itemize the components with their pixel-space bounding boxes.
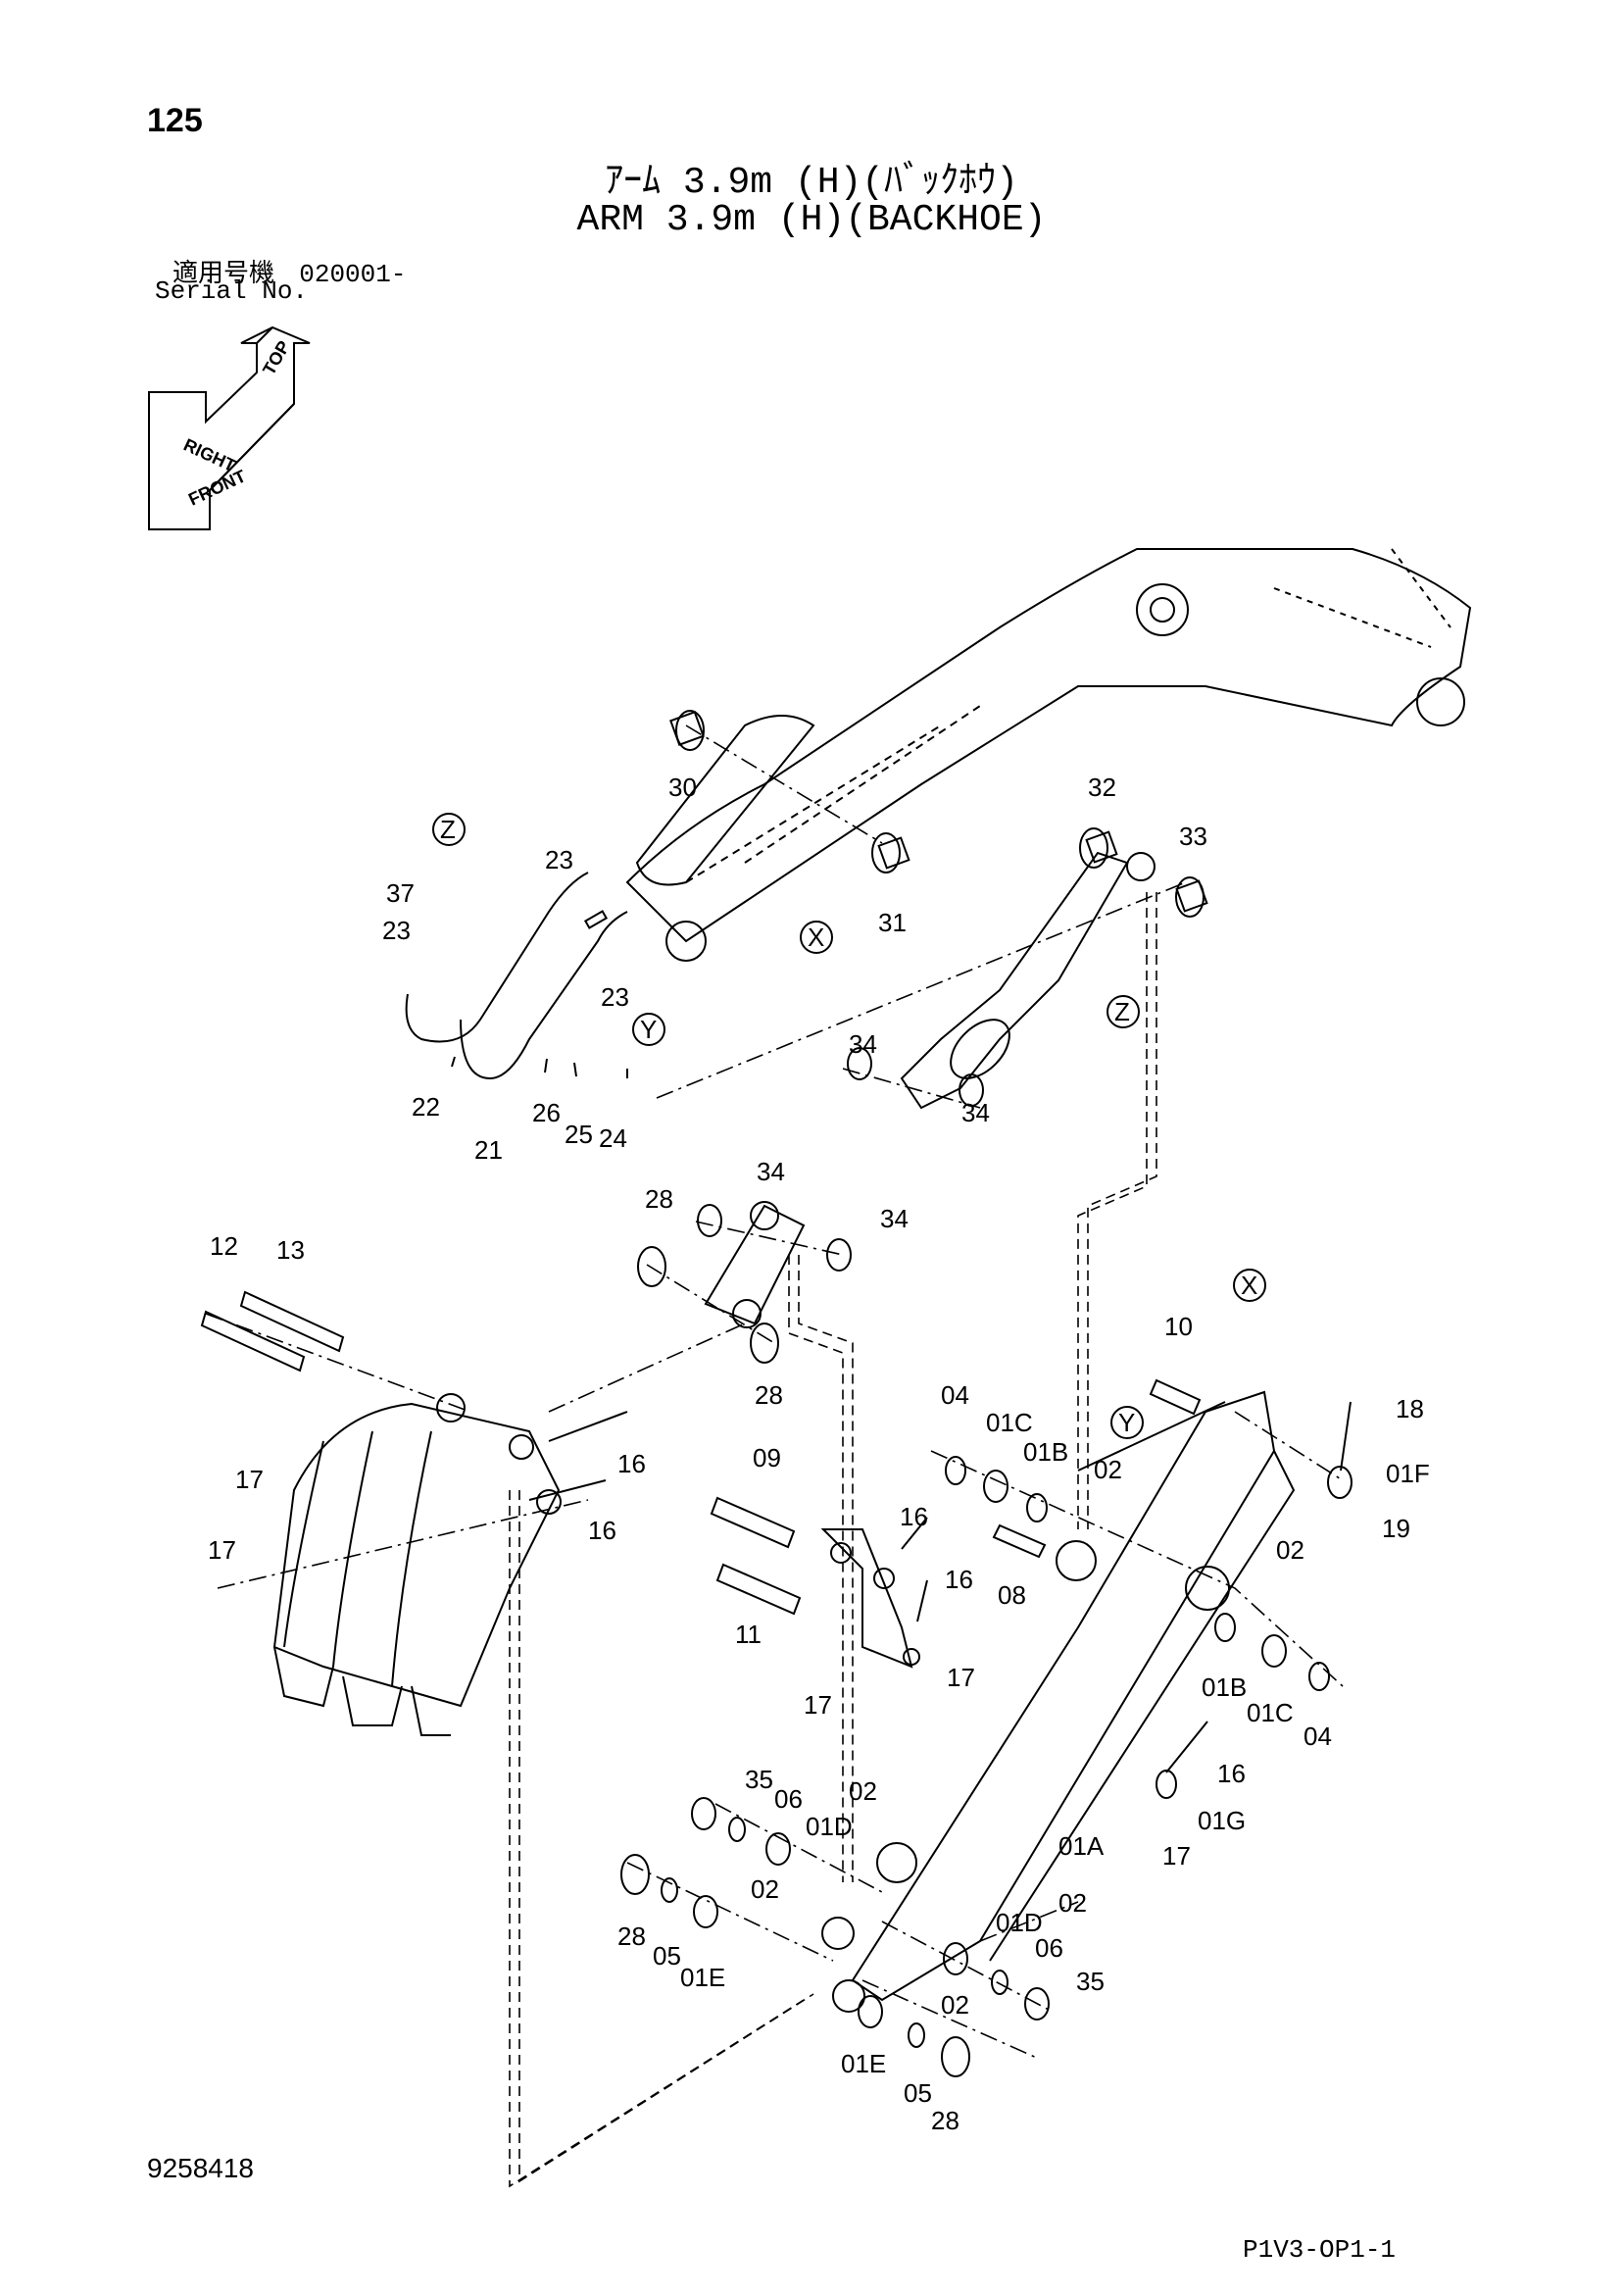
serial-number-row: 適用号機 020001- bbox=[172, 253, 406, 289]
callout-23-c: 23 bbox=[601, 982, 629, 1012]
callout-16-c: 16 bbox=[900, 1502, 928, 1531]
callout-32: 32 bbox=[1088, 773, 1116, 802]
title-japanese: ｱｰﾑ 3.9m (H)(ﾊﾞｯｸﾎｳ) bbox=[605, 162, 1018, 204]
washers-bushings bbox=[620, 710, 1352, 2077]
callout-04-a: 04 bbox=[941, 1380, 969, 1410]
bucket-link bbox=[704, 1201, 806, 1328]
callout-10: 10 bbox=[1164, 1312, 1193, 1341]
orientation-right: RIGHT bbox=[180, 434, 238, 475]
callout-35-b: 35 bbox=[1076, 1967, 1105, 1996]
callout-01E-b: 01E bbox=[841, 2049, 886, 2078]
callout-16-a: 16 bbox=[617, 1449, 646, 1478]
arm-cylinder bbox=[900, 851, 1156, 1110]
callout-11: 11 bbox=[735, 1620, 762, 1649]
callout-01D-a: 01D bbox=[806, 1812, 853, 1841]
callout-06-b: 06 bbox=[1035, 1933, 1063, 1963]
callout-25: 25 bbox=[565, 1120, 593, 1149]
callout-01B-a: 01B bbox=[1023, 1437, 1068, 1467]
callout-37: 37 bbox=[386, 878, 415, 908]
callout-23-a: 23 bbox=[545, 845, 573, 874]
callout-16-e: 16 bbox=[1217, 1759, 1246, 1788]
callout-16-d: 16 bbox=[945, 1565, 973, 1594]
callout-16-b: 16 bbox=[588, 1516, 616, 1545]
callout-31: 31 bbox=[878, 908, 907, 937]
serial-label-jp: 適用号機 bbox=[172, 258, 275, 287]
callout-28-b: 28 bbox=[755, 1380, 783, 1410]
ref-z-cylinder: Z bbox=[1114, 997, 1130, 1026]
callout-22: 22 bbox=[412, 1092, 440, 1122]
callout-23-b: 23 bbox=[382, 916, 411, 945]
callout-34-c: 34 bbox=[757, 1157, 785, 1186]
side-link bbox=[820, 1528, 920, 1669]
routing-lines bbox=[509, 892, 1157, 2188]
ref-z-top: Z bbox=[440, 815, 456, 844]
bucket bbox=[272, 1393, 562, 1736]
callout-18: 18 bbox=[1396, 1394, 1424, 1423]
callout-26: 26 bbox=[532, 1098, 561, 1127]
callout-01F: 01F bbox=[1386, 1459, 1430, 1488]
callout-01A: 01A bbox=[1058, 1831, 1105, 1861]
pins bbox=[200, 1290, 1202, 1616]
orientation-top: TOP bbox=[259, 337, 294, 378]
callout-24: 24 bbox=[599, 1123, 627, 1153]
boom-outline bbox=[625, 548, 1472, 962]
orientation-indicator: TOP RIGHT FRONT bbox=[148, 325, 311, 530]
callout-02-b: 02 bbox=[1276, 1535, 1304, 1565]
callout-17-a: 17 bbox=[235, 1465, 264, 1494]
callout-30: 30 bbox=[668, 773, 697, 802]
callout-17-e: 17 bbox=[1162, 1841, 1191, 1871]
callout-34-b: 34 bbox=[961, 1098, 990, 1127]
callout-12: 12 bbox=[210, 1231, 238, 1261]
bolts bbox=[451, 1056, 1352, 1773]
reference-markers: Z X Y Z X Y bbox=[432, 813, 1266, 1439]
callout-01C-b: 01C bbox=[1247, 1698, 1294, 1727]
callout-01C-a: 01C bbox=[986, 1408, 1033, 1437]
callout-28-d: 28 bbox=[931, 2106, 959, 2135]
callout-13: 13 bbox=[276, 1235, 305, 1265]
serial-label-en: Serial No. bbox=[155, 276, 309, 306]
callout-01G: 01G bbox=[1198, 1806, 1246, 1835]
main-arm bbox=[821, 1390, 1296, 2013]
callout-04-b: 04 bbox=[1303, 1722, 1332, 1751]
callout-02-a: 02 bbox=[1094, 1455, 1122, 1484]
ref-x-arm: X bbox=[1241, 1271, 1257, 1300]
ref-y-boom: Y bbox=[640, 1015, 657, 1044]
callout-02-e: 02 bbox=[751, 1874, 779, 1904]
callout-01B-b: 01B bbox=[1202, 1672, 1247, 1702]
callout-05-b: 05 bbox=[904, 2078, 932, 2108]
assembly-lines bbox=[205, 724, 1344, 2060]
callout-09: 09 bbox=[753, 1443, 781, 1472]
callout-02-f: 02 bbox=[941, 1990, 969, 2020]
callout-28-a: 28 bbox=[645, 1184, 673, 1214]
callout-02-c: 02 bbox=[1058, 1888, 1087, 1918]
document-number: 9258418 bbox=[147, 2153, 255, 2183]
page-number: 125 bbox=[147, 102, 203, 139]
title-english: ARM 3.9m (H)(BACKHOE) bbox=[576, 199, 1047, 241]
orientation-front: FRONT bbox=[185, 466, 249, 509]
hose-assembly bbox=[405, 872, 628, 1080]
callout-21: 21 bbox=[474, 1135, 503, 1165]
ref-y-arm: Y bbox=[1118, 1408, 1135, 1437]
callout-35-a: 35 bbox=[745, 1765, 773, 1794]
callout-17-b: 17 bbox=[208, 1535, 236, 1565]
callout-02-d: 02 bbox=[849, 1776, 877, 1806]
callout-08: 08 bbox=[998, 1580, 1026, 1610]
callout-34-d: 34 bbox=[880, 1204, 909, 1233]
serial-value: 020001- bbox=[299, 260, 407, 289]
callout-19: 19 bbox=[1382, 1514, 1410, 1543]
callout-01E-a: 01E bbox=[680, 1963, 725, 1992]
callout-01D-b: 01D bbox=[996, 1908, 1043, 1937]
callout-05-a: 05 bbox=[653, 1941, 681, 1971]
callout-33: 33 bbox=[1179, 822, 1207, 851]
callout-34-a: 34 bbox=[849, 1029, 877, 1059]
ref-x-boom: X bbox=[808, 923, 824, 952]
callout-17-d: 17 bbox=[804, 1690, 832, 1720]
callout-17-c: 17 bbox=[947, 1663, 975, 1692]
callout-labels: 30 31 32 33 23 37 23 23 22 21 26 25 24 3… bbox=[208, 773, 1430, 2135]
callout-06-a: 06 bbox=[774, 1784, 803, 1814]
page-code: P1V3-OP1-1 bbox=[1243, 2235, 1397, 2265]
callout-28-c: 28 bbox=[617, 1922, 646, 1951]
